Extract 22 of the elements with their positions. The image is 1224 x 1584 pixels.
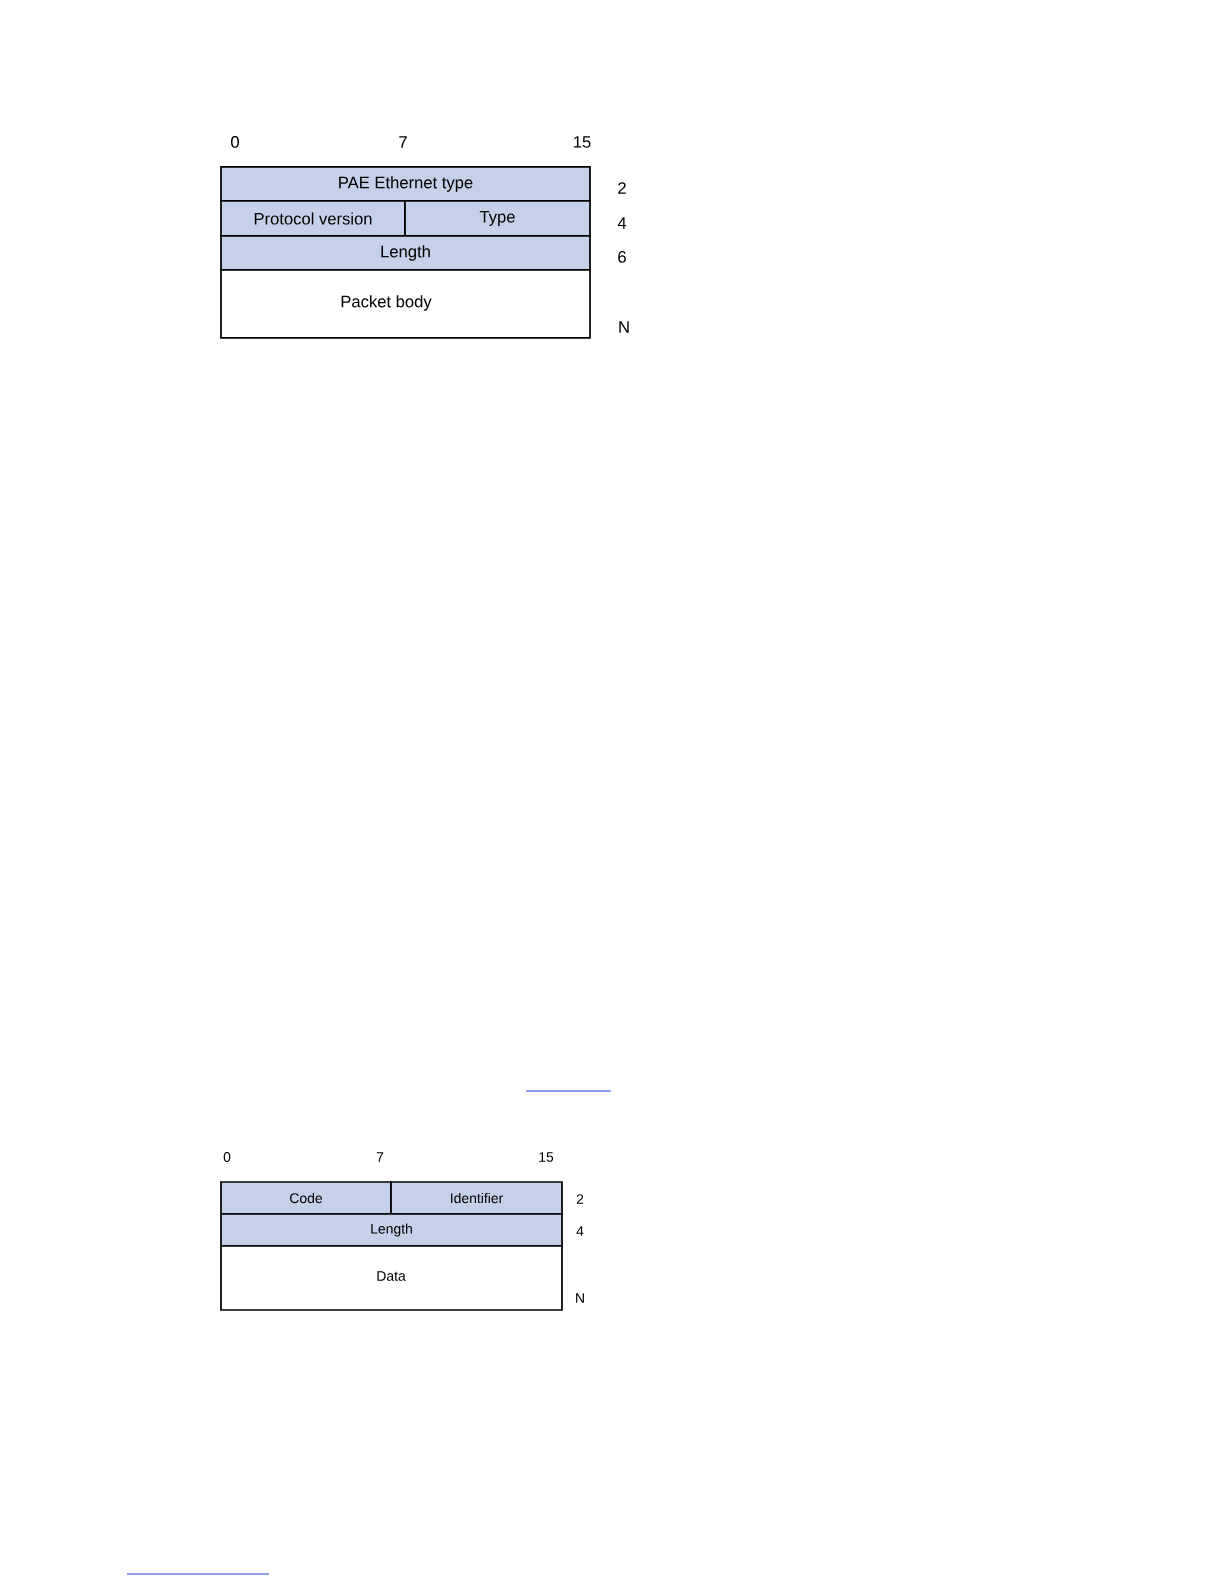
payload-cell: Packet body	[220, 269, 591, 339]
field-cell: PAE Ethernet type	[220, 166, 591, 202]
byte-offset: N	[619, 321, 629, 333]
byte-offset: 6	[618, 251, 626, 263]
payload-cell: Data	[220, 1245, 563, 1311]
byte-offset: 4	[576, 1226, 584, 1236]
bit-number: 15	[539, 1152, 554, 1162]
byte-offset: 2	[576, 1194, 584, 1204]
field-cell: Length	[220, 1213, 563, 1247]
byte-offset: 2	[618, 182, 626, 194]
bit-number: 0	[231, 136, 239, 148]
bit-number: 0	[223, 1152, 231, 1162]
field-cell: Type	[404, 200, 591, 237]
field-cell: Code	[220, 1181, 392, 1215]
byte-offset: N	[576, 1293, 584, 1303]
field-cell: Protocol version	[220, 200, 406, 237]
bit-number: 7	[399, 136, 407, 148]
bit-number: 15	[574, 136, 591, 148]
field-cell: Length	[220, 235, 591, 271]
bit-number: 7	[376, 1152, 384, 1162]
byte-offset: 4	[617, 217, 627, 229]
field-cell: Identifier	[390, 1181, 563, 1215]
